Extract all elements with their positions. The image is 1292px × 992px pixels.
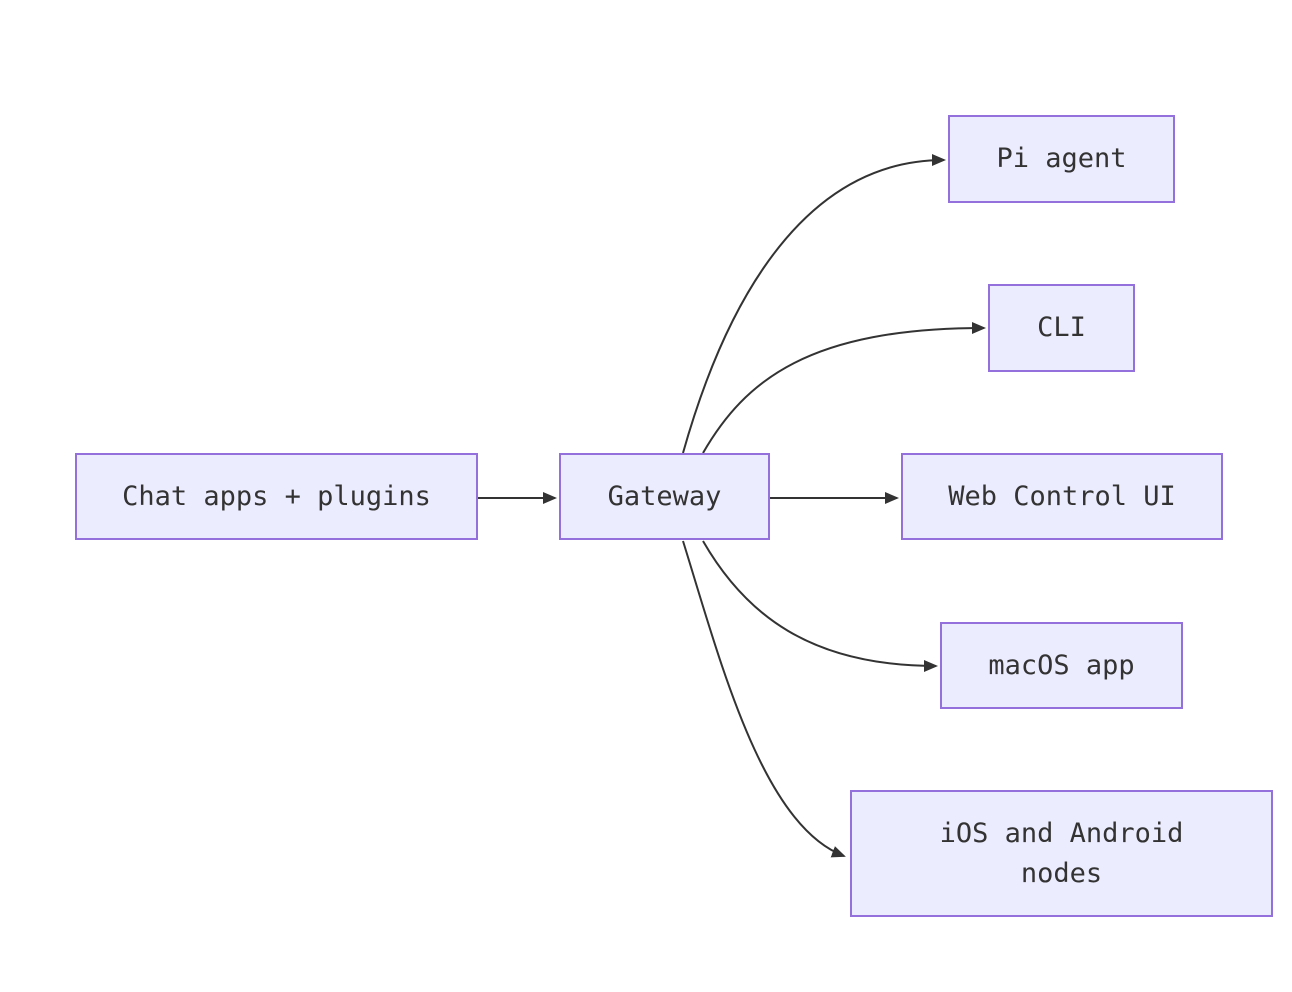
edge-gateway-to-ios-android-nodes <box>682 540 846 858</box>
node-web-control-ui: Web Control UI <box>901 453 1223 540</box>
node-chat-apps-plugins-label: Chat apps + plugins <box>122 480 431 512</box>
node-gateway-label: Gateway <box>607 480 722 512</box>
node-ios-android-nodes-label: iOS and Android nodes <box>939 818 1184 889</box>
node-pi-agent-label: Pi agent <box>996 143 1127 175</box>
edge-gateway-to-macos-app <box>702 540 938 672</box>
node-macos-app-label: macOS app <box>988 649 1135 681</box>
node-macos-app: macOS app <box>940 622 1183 709</box>
node-gateway: Gateway <box>559 453 770 540</box>
node-chat-apps-plugins: Chat apps + plugins <box>75 453 478 540</box>
node-pi-agent: Pi agent <box>948 115 1175 203</box>
edge-gateway-to-pi-agent <box>682 154 946 454</box>
node-cli-label: CLI <box>1037 312 1086 344</box>
node-cli: CLI <box>988 284 1135 372</box>
node-ios-android-nodes: iOS and Android nodes <box>850 790 1273 917</box>
edge-gateway-to-cli <box>702 322 986 454</box>
node-web-control-ui-label: Web Control UI <box>948 480 1176 512</box>
